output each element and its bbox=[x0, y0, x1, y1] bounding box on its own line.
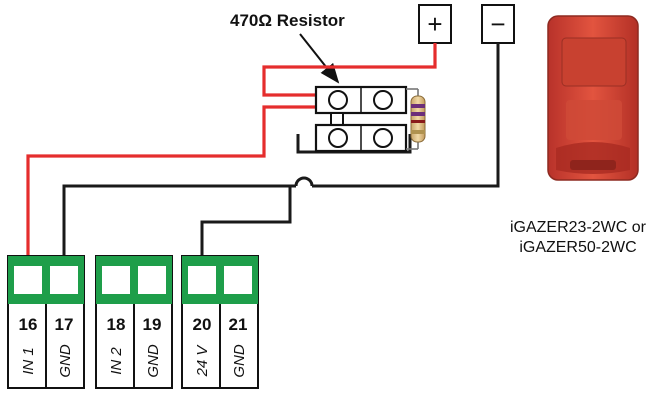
black-wire-gnd bbox=[62, 184, 296, 256]
black-wires bbox=[62, 43, 500, 256]
terminal-label-in1: IN 1 bbox=[20, 347, 37, 375]
jumper-block-top bbox=[314, 85, 408, 115]
terminal-label-gnd-21: GND bbox=[231, 344, 248, 378]
terminal-block-2: 18 19 IN 2 GND bbox=[95, 255, 173, 389]
terminal-label-gnd-19: GND bbox=[145, 344, 162, 378]
red-wire-in1 bbox=[26, 105, 316, 256]
terminal-number-20: 20 bbox=[193, 315, 212, 334]
resistor-arrow bbox=[299, 33, 340, 84]
sensor-model-line1: iGAZER23-2WC or bbox=[510, 219, 647, 236]
jumper-link bbox=[330, 112, 344, 126]
jumper-block-bottom bbox=[314, 123, 408, 153]
terminal-number-18: 18 bbox=[107, 315, 126, 334]
sensor-device-image bbox=[547, 15, 639, 181]
terminal-block-3: 20 21 24 V GND bbox=[181, 255, 259, 389]
terminal-label-24v: 24 V bbox=[194, 344, 211, 378]
terminal-number-21: 21 bbox=[229, 315, 248, 334]
terminal-number-16: 16 bbox=[19, 315, 38, 334]
resistor-470ohm bbox=[406, 88, 426, 150]
red-wire-plus-loop bbox=[262, 43, 437, 97]
terminal-number-19: 19 bbox=[143, 315, 162, 334]
black-wire-24v-feed bbox=[200, 184, 296, 256]
terminal-label-in2: IN 2 bbox=[108, 347, 125, 375]
minus-symbol: − bbox=[490, 9, 505, 39]
terminal-number-17: 17 bbox=[55, 315, 74, 334]
black-wire-hop bbox=[294, 176, 314, 187]
red-wires bbox=[26, 43, 437, 256]
plus-symbol: + bbox=[427, 9, 442, 39]
terminal-label-gnd-17: GND bbox=[57, 344, 74, 378]
resistor-label: 470Ω Resistor bbox=[230, 11, 345, 30]
black-wire-minus bbox=[312, 43, 500, 188]
sensor-model-line2: iGAZER50-2WC bbox=[519, 239, 636, 256]
minus-terminal: − bbox=[481, 4, 515, 44]
terminal-block-1: 16 17 IN 1 GND bbox=[7, 255, 85, 389]
plus-terminal: + bbox=[418, 4, 452, 44]
